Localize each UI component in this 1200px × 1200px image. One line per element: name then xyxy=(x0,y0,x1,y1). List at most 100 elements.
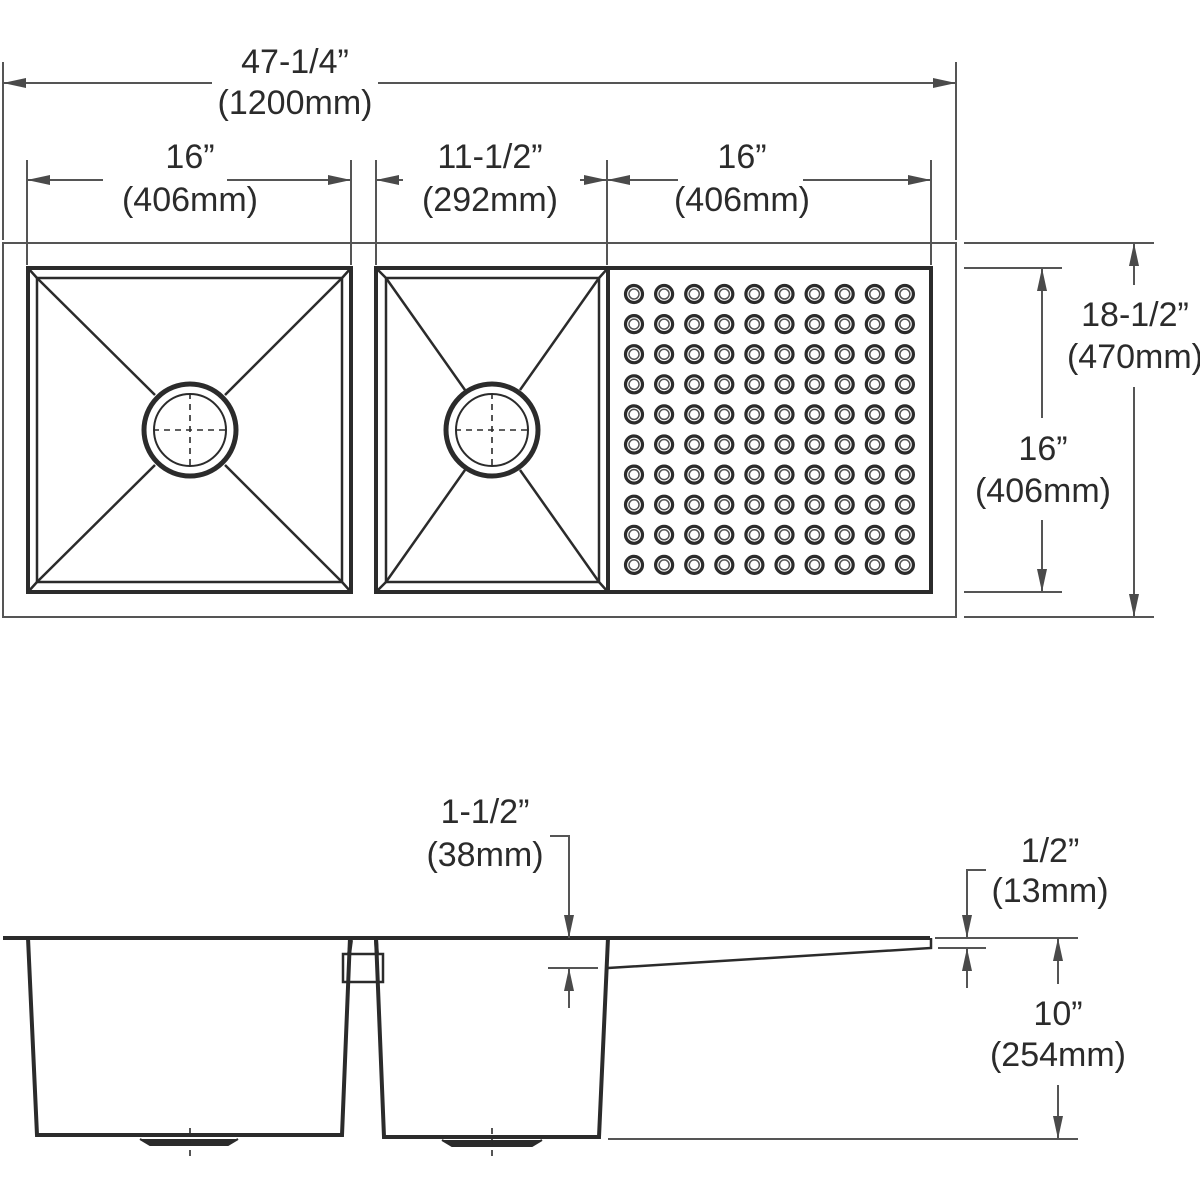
drain-hole-icon xyxy=(864,283,885,305)
drain-hole-icon xyxy=(804,494,825,515)
drain-hole-icon xyxy=(714,344,735,365)
drain-hole-icon xyxy=(804,344,825,365)
overall-depth-imperial: 18-1/2” xyxy=(1081,296,1189,334)
drainboard-width-imperial: 16” xyxy=(717,138,766,176)
arrow-down-icon xyxy=(1129,594,1139,617)
deck-thickness-dimension: 1/2” (13mm) xyxy=(938,832,1109,988)
drain-hole-icon xyxy=(714,283,735,305)
side-view: 1-1/2” (38mm) 1/2” (13mm) 10” (254mm) xyxy=(3,793,1126,1160)
drain-hole-icon xyxy=(623,554,645,576)
drain-hole-icon xyxy=(804,464,825,485)
drain-hole-icon xyxy=(714,494,735,515)
deck-thickness-metric: (13mm) xyxy=(991,872,1108,910)
overall-width-metric: (1200mm) xyxy=(218,84,373,122)
drain-hole-icon xyxy=(623,374,645,395)
drain-hole-icon xyxy=(834,404,855,425)
drain-hole-icon xyxy=(744,554,765,576)
drain-hole-icon xyxy=(834,314,855,335)
left-bowl-width-dimension: 16” (406mm) xyxy=(26,138,352,265)
drain-hole-icon xyxy=(834,344,855,365)
drainboard-width-metric: (406mm) xyxy=(674,181,810,219)
drain-hole-icon xyxy=(834,374,855,395)
drain-hole-icon xyxy=(714,464,735,485)
drain-hole-icon xyxy=(834,524,855,545)
arrow-up-icon xyxy=(1053,938,1063,961)
drain-hole-icon xyxy=(623,404,645,425)
drain-hole-icon xyxy=(894,524,916,545)
drain-hole-icon xyxy=(744,404,765,425)
deck-thickness-imperial: 1/2” xyxy=(1021,832,1080,870)
rim-offset-dimension: 1-1/2” (38mm) xyxy=(426,793,598,1008)
drain-hole-icon xyxy=(774,314,795,335)
drain-hole-icon xyxy=(744,464,765,485)
drain-hole-icon xyxy=(744,434,765,455)
drain-hole-icon xyxy=(714,524,735,545)
arrow-left-icon xyxy=(376,175,399,185)
drain-hole-icon xyxy=(623,524,645,545)
drain-hole-icon xyxy=(864,554,885,576)
drain-hole-icon xyxy=(894,434,916,455)
center-bowl-profile xyxy=(374,937,610,1160)
drain-hole-icon xyxy=(653,344,675,365)
drain-hole-icon xyxy=(894,494,916,515)
drain-hole-icon xyxy=(684,464,705,485)
drain-hole-icon xyxy=(684,344,705,365)
drain-hole-icon xyxy=(774,374,795,395)
arrow-down-icon xyxy=(1037,569,1047,592)
drain-hole-icon xyxy=(744,524,765,545)
drain-hole-icon xyxy=(804,283,825,305)
drain-hole-icon xyxy=(864,404,885,425)
drain-hole-icon xyxy=(804,554,825,576)
drain-hole-icon xyxy=(894,554,916,576)
bowl-depth-imperial: 16” xyxy=(1018,430,1067,468)
drain-hole-icon xyxy=(684,434,705,455)
drain-hole-icon xyxy=(623,494,645,515)
drain-hole-icon xyxy=(653,374,675,395)
arrow-down-icon xyxy=(1053,1116,1063,1139)
bowl-depth-metric: (406mm) xyxy=(975,472,1111,510)
drain-hole-icon xyxy=(834,554,855,576)
drain-hole-icon xyxy=(653,283,675,305)
arrow-up-icon xyxy=(564,968,574,991)
left-bowl-profile xyxy=(26,937,352,1160)
bowl-depth-side-imperial: 10” xyxy=(1033,995,1082,1033)
arrow-up-icon xyxy=(1037,268,1047,291)
center-bowl xyxy=(374,266,610,594)
drain-hole-icon xyxy=(714,554,735,576)
drain-hole-icon xyxy=(864,494,885,515)
drain-hole-icon xyxy=(774,494,795,515)
drain-hole-icon xyxy=(834,283,855,305)
drain-hole-icon xyxy=(653,434,675,455)
drainboard-hole-grid xyxy=(623,283,916,576)
drain-hole-icon xyxy=(684,374,705,395)
drain-hole-icon xyxy=(714,434,735,455)
arrow-up-icon xyxy=(962,948,972,971)
drain-hole-icon xyxy=(864,374,885,395)
drain-hole-icon xyxy=(714,314,735,335)
drain-hole-icon xyxy=(894,404,916,425)
arrow-down-icon xyxy=(564,915,574,938)
drain-hole-icon xyxy=(804,374,825,395)
drain-hole-icon xyxy=(864,344,885,365)
left-bowl-width-imperial: 16” xyxy=(165,138,214,176)
drain-icon xyxy=(141,381,239,479)
arrow-right-icon xyxy=(584,175,607,185)
drain-hole-icon xyxy=(834,494,855,515)
drain-hole-icon xyxy=(804,524,825,545)
drain-hole-icon xyxy=(744,374,765,395)
drain-hole-icon xyxy=(653,464,675,485)
arrow-up-icon xyxy=(1129,243,1139,266)
drain-hole-icon xyxy=(684,554,705,576)
arrow-left-icon xyxy=(27,175,50,185)
arrow-right-icon xyxy=(933,78,956,88)
drain-hole-icon xyxy=(774,554,795,576)
overall-width-imperial: 47-1/4” xyxy=(241,43,349,81)
drain-hole-icon xyxy=(804,434,825,455)
drain-hole-icon xyxy=(623,344,645,365)
drain-hole-icon xyxy=(684,404,705,425)
overall-width-dimension: 47-1/4” (1200mm) xyxy=(2,43,957,240)
drain-hole-icon xyxy=(774,464,795,485)
drain-hole-icon xyxy=(653,554,675,576)
bowl-depth-side-metric: (254mm) xyxy=(990,1036,1126,1074)
